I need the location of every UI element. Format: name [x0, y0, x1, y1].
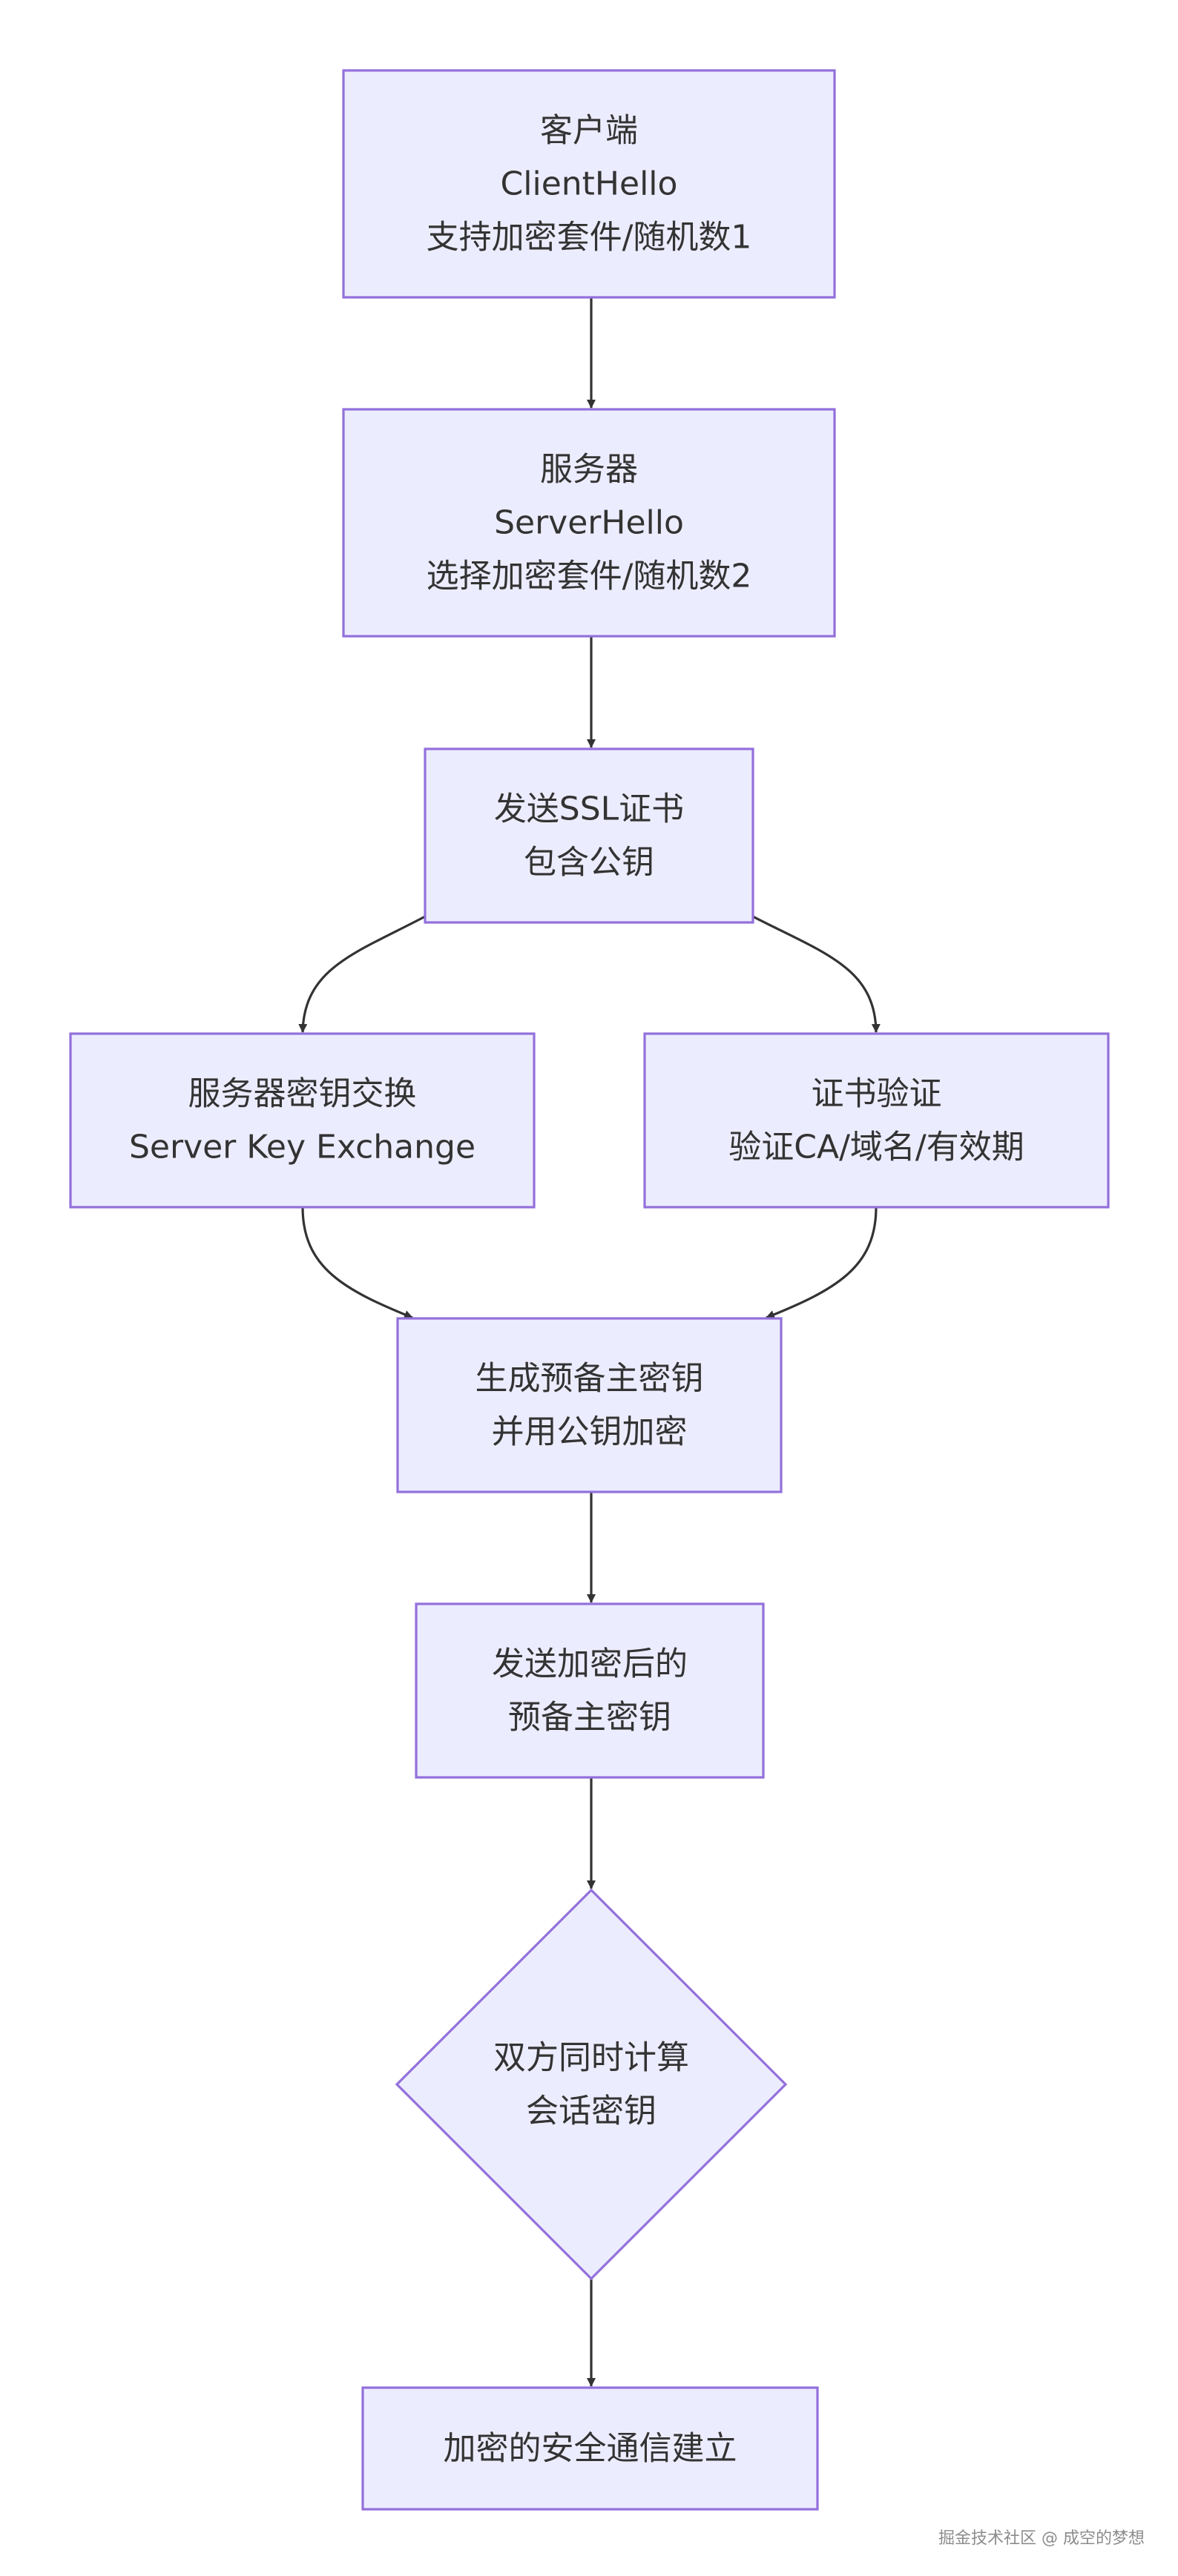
node-label-line: 客户端 — [540, 112, 638, 150]
node-label-line: 双方同时计算 — [493, 2039, 689, 2077]
nodes-layer: 客户端 ClientHello 支持加密套件/随机数1 服务器 ServerHello 选… — [69, 69, 1110, 2511]
node-label-line: 会话密钥 — [526, 2093, 657, 2130]
node-box-shape — [396, 1317, 783, 1493]
node-label-line: 证书验证 — [812, 1075, 942, 1113]
edge-arrow-cert-verify-to-gen-premaster — [766, 1206, 878, 1319]
node-box-shape — [643, 1032, 1110, 1209]
node-box-shape — [342, 408, 836, 638]
node-label-line: 服务器 — [540, 451, 638, 489]
node-box-shape — [342, 69, 836, 299]
node-label-line: 包含公钥 — [524, 844, 654, 882]
node-label-line: 支持加密套件/随机数1 — [427, 219, 752, 257]
node-label-line: ServerHello — [494, 504, 684, 542]
node-label-line: 生成预备主密钥 — [476, 1360, 704, 1398]
node-label-line: 发送SSL证书 — [494, 790, 684, 828]
node-label-line: 选择加密套件/随机数2 — [427, 558, 752, 595]
node-secure-comm: 加密的安全通信建立 — [361, 2386, 819, 2511]
node-client-hello: 客户端 ClientHello 支持加密套件/随机数1 — [342, 69, 836, 299]
node-label-line: 服务器密钥交换 — [188, 1075, 417, 1113]
node-box-shape — [361, 2386, 819, 2511]
node-label-line: 验证CA/域名/有效期 — [728, 1129, 1024, 1166]
edges-layer — [298, 297, 881, 2387]
node-label-line: Server Key Exchange — [129, 1129, 476, 1166]
node-label-line: ClientHello — [501, 165, 678, 203]
node-label-line: 并用公钥加密 — [492, 1413, 688, 1451]
node-diamond-shape — [395, 1888, 788, 2281]
node-label-line: 加密的安全通信建立 — [444, 2430, 737, 2468]
edge-arrow-send-cert-to-cert-verify — [752, 915, 881, 1033]
watermark-text: 掘金技术社区 @ 成空的梦想 — [938, 2529, 1145, 2548]
node-label-line: 发送加密后的 — [492, 1645, 688, 1683]
node-key-exchange: 服务器密钥交换 Server Key Exchange — [69, 1032, 536, 1209]
node-box-shape — [424, 747, 754, 924]
node-server-hello: 服务器 ServerHello 选择加密套件/随机数2 — [342, 408, 836, 638]
edge-arrow-key-exchange-to-gen-premaster — [301, 1206, 413, 1319]
node-box-shape — [69, 1032, 536, 1209]
node-label-line: 预备主密钥 — [508, 1699, 671, 1737]
edge-arrow-send-cert-to-key-exchange — [298, 915, 426, 1033]
node-box-shape — [415, 1602, 765, 1779]
